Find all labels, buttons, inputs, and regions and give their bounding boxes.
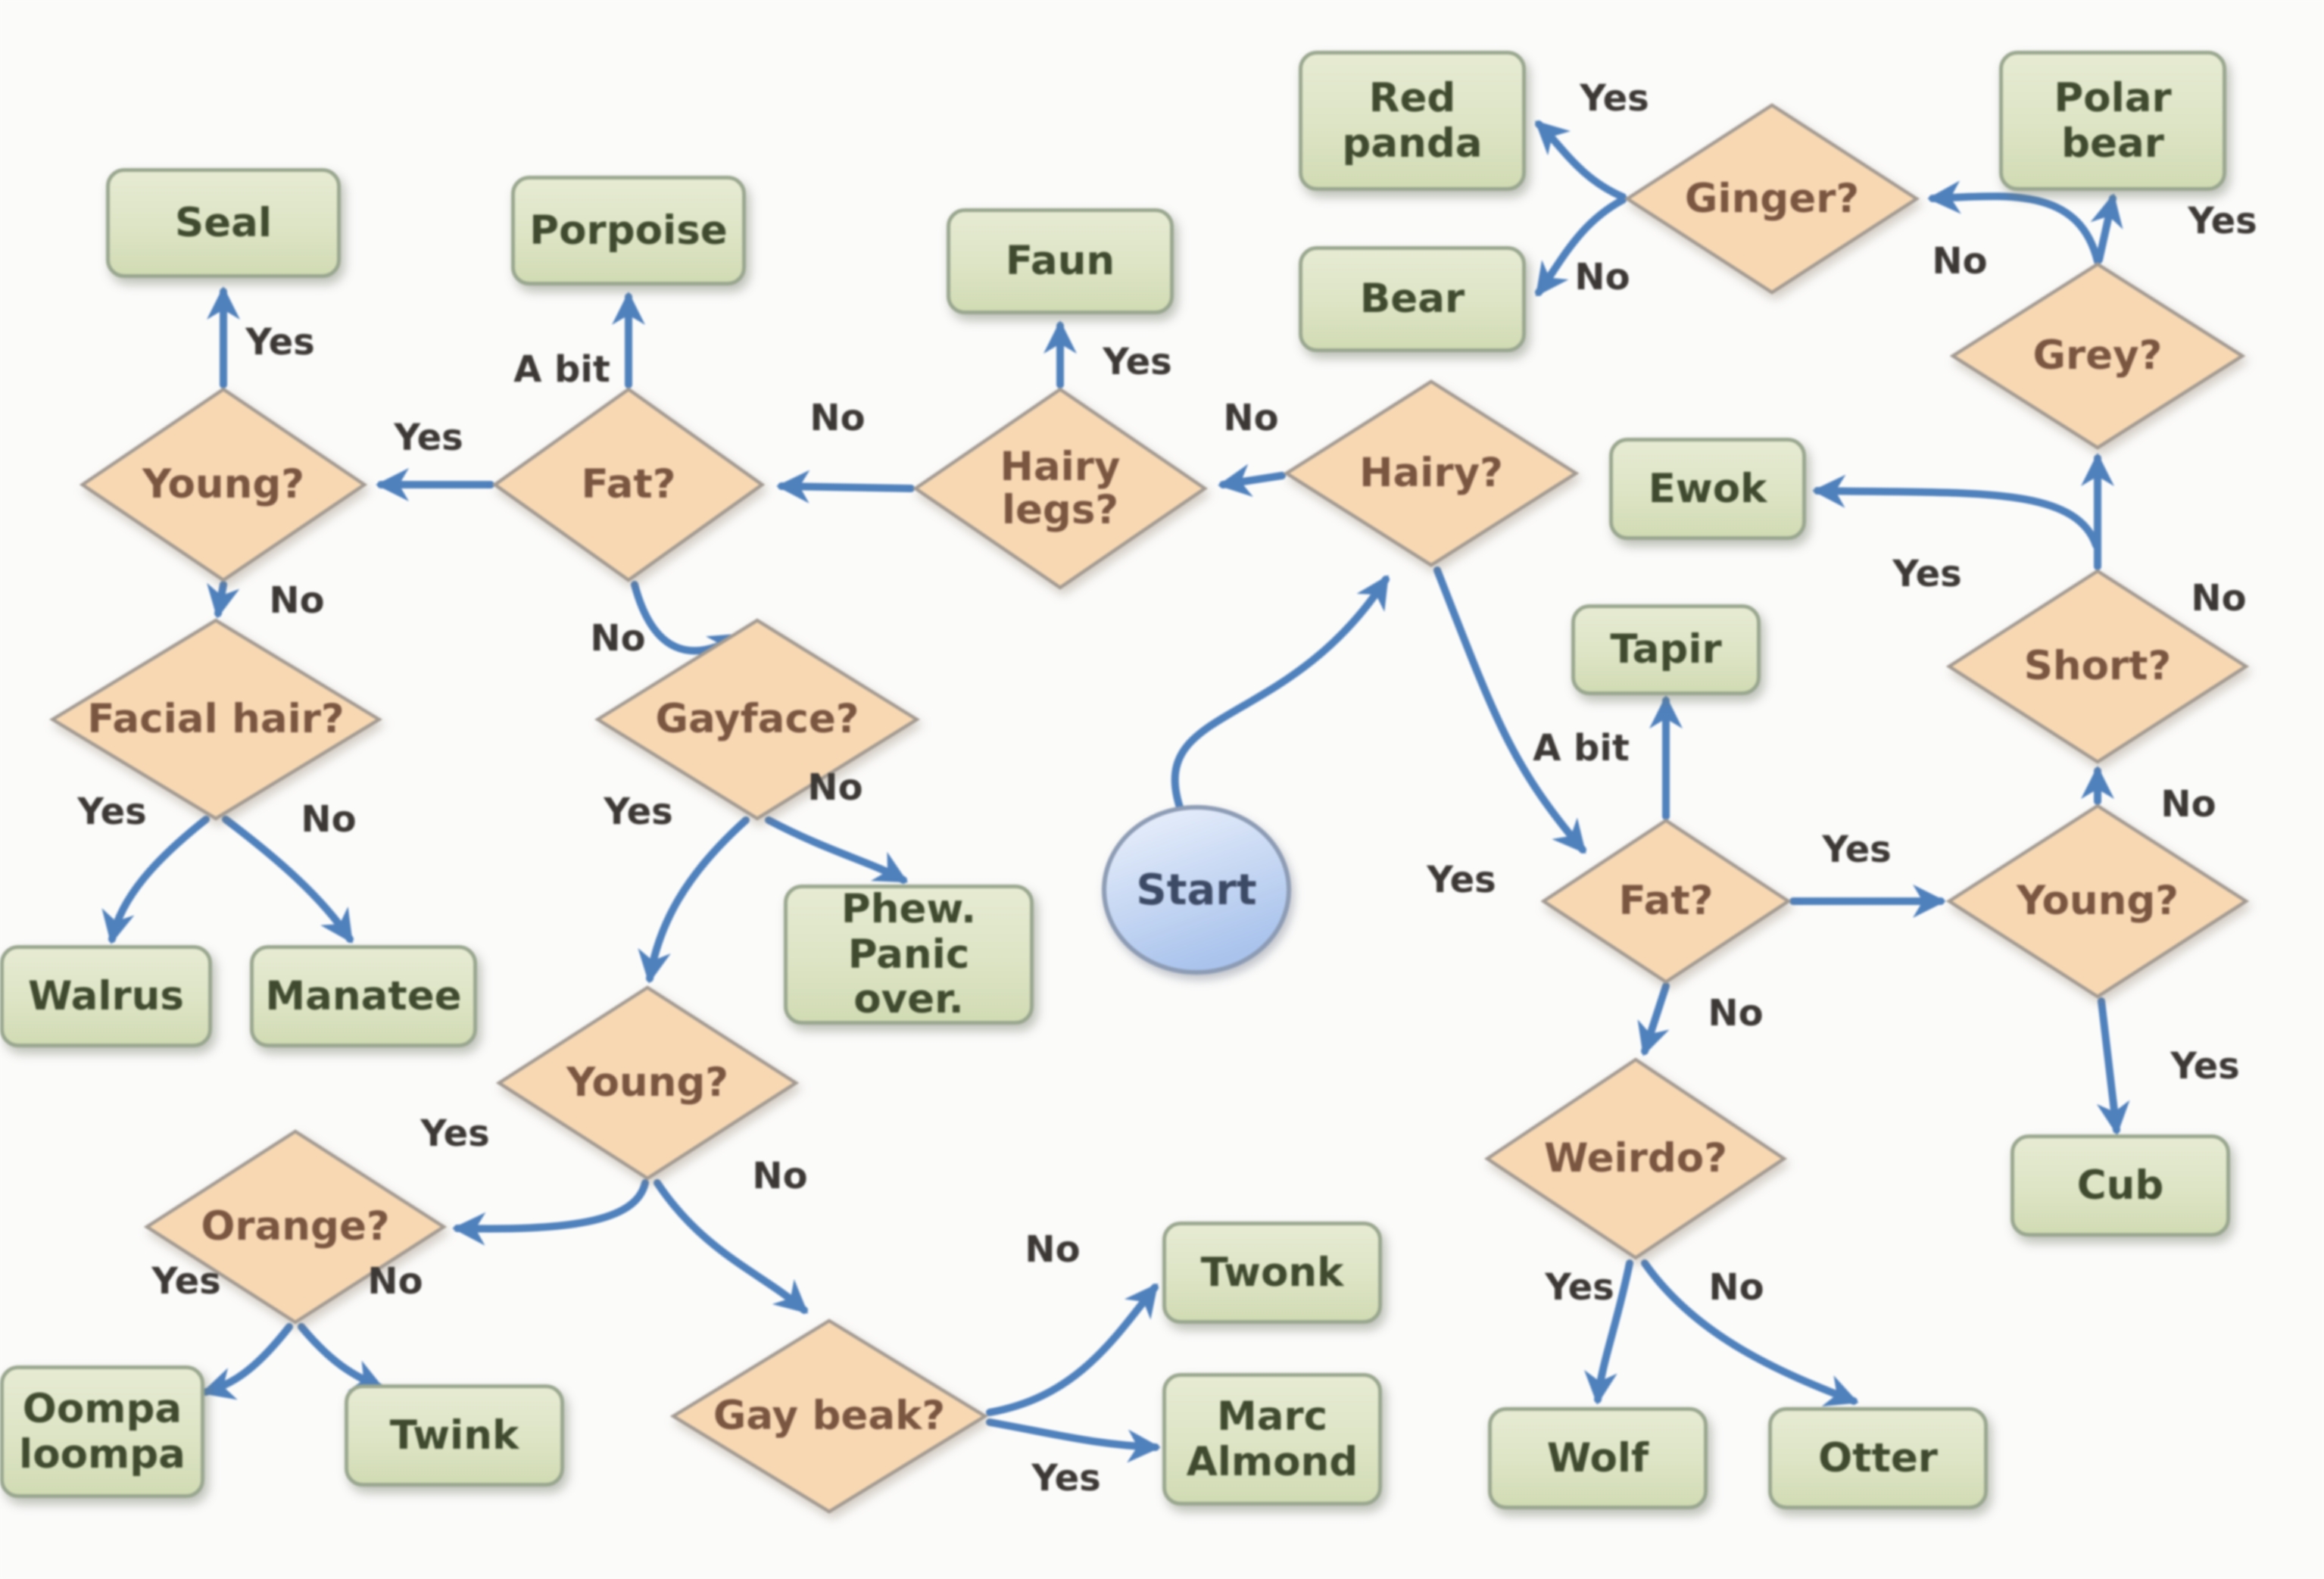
edge-hairy_legs-fat_l <box>776 470 915 504</box>
edge-orange-twink <box>298 1323 385 1391</box>
decision-gayface: Gayface? <box>594 617 920 822</box>
edge-start-hairy <box>1171 575 1390 811</box>
decision-short: Short? <box>1946 568 2249 765</box>
edge-gayface-young_ll <box>638 816 750 984</box>
terminal-walrus: Walrus <box>0 945 212 1047</box>
edge-label-orange-oompa: Yes <box>151 1260 221 1303</box>
edge-label-young_tl-facial_hair: No <box>269 579 325 622</box>
edge-hairy-hairy_legs <box>1218 463 1286 498</box>
decision-fat-right: Fat? <box>1541 818 1791 985</box>
terminal-faun: Faun <box>947 208 1174 314</box>
edge-weirdo-otter <box>1641 1259 1859 1407</box>
edge-label-short-ewok: Yes <box>1892 553 1962 595</box>
terminal-phew-panic-over: Phew. Panic over. <box>784 885 1034 1025</box>
edge-grey-ginger <box>1927 180 2101 265</box>
edge-label-ginger-red_panda: Yes <box>1580 77 1649 120</box>
terminal-porpoise: Porpoise <box>511 176 746 286</box>
terminal-oompa-loompa: Oompa loompa <box>0 1365 204 1498</box>
decision-grey: Grey? <box>1950 261 2245 451</box>
edge-label-young_r-cub: Yes <box>2170 1045 2240 1088</box>
edge-label-fat_r-weirdo: No <box>1708 992 1764 1034</box>
decision-fat-left: Fat? <box>492 386 765 583</box>
edge-label-grey-polar_bear: Yes <box>2188 200 2257 242</box>
edge-label-gay_beak-twonk: No <box>1025 1228 1081 1271</box>
decision-gay-beak: Gay beak? <box>670 1318 988 1515</box>
decision-young-topleft: Young? <box>80 386 367 583</box>
edge-orange-oompa <box>201 1323 293 1400</box>
decision-hairy-legs: Hairy legs? <box>912 386 1208 591</box>
decision-young-right: Young? <box>1946 803 2249 1000</box>
terminal-red-panda: Red panda <box>1299 51 1526 191</box>
terminal-wolf: Wolf <box>1488 1407 1708 1509</box>
edge-label-young_r-short: No <box>2160 783 2216 825</box>
terminal-manatee: Manatee <box>250 945 477 1047</box>
edge-label-gayface-phew: No <box>807 766 863 809</box>
edge-label-hairy_legs-fat_l: No <box>810 397 866 439</box>
edge-label-weirdo-otter: No <box>1708 1266 1764 1309</box>
edge-young_ll-orange <box>452 1179 649 1246</box>
decision-facial-hair: Facial hair? <box>49 617 382 822</box>
edge-label-hairy-fat_r: Yes <box>1427 859 1496 901</box>
terminal-twink: Twink <box>345 1384 564 1487</box>
terminal-seal: Seal <box>106 168 341 278</box>
edge-hairy-fat_r <box>1433 566 1586 854</box>
terminal-otter: Otter <box>1768 1407 1988 1509</box>
edge-fat_r-weirdo <box>1637 982 1670 1056</box>
edge-label-orange-twink: No <box>367 1260 423 1303</box>
edge-label-fat_r-young_r: Yes <box>1822 829 1892 871</box>
edge-label-fat_r-tapir: A bit <box>1533 727 1630 769</box>
decision-young-lower: Young? <box>496 985 799 1181</box>
edge-label-fat_l-gayface: No <box>590 617 646 660</box>
edge-label-young_ll-gay_beak: No <box>752 1155 808 1197</box>
edge-label-gay_beak-marc_almond: Yes <box>1031 1457 1101 1499</box>
terminal-ewok: Ewok <box>1609 438 1806 540</box>
edge-label-weirdo-wolf: Yes <box>1545 1266 1614 1309</box>
edge-short-ewok <box>1812 474 2100 549</box>
edge-gayface-phew <box>765 816 909 884</box>
start-node: Start <box>1102 805 1291 975</box>
edge-young_r-cub <box>2096 997 2130 1135</box>
terminal-bear: Bear <box>1299 246 1526 352</box>
decision-weirdo: Weirdo? <box>1484 1056 1787 1261</box>
edge-label-short-grey: No <box>2191 577 2247 619</box>
decision-orange: Orange? <box>144 1128 447 1325</box>
decision-hairy: Hairy? <box>1284 379 1579 568</box>
edge-label-ginger-bear: No <box>1574 256 1630 298</box>
edge-label-fat_l-porpoise: A bit <box>513 348 610 391</box>
edge-label-facial_hair-manatee: No <box>301 798 357 841</box>
edge-label-young_tl-seal: Yes <box>245 321 315 364</box>
terminal-cub: Cub <box>2010 1134 2230 1237</box>
edge-label-hairy_legs-faun: Yes <box>1103 341 1172 383</box>
edge-label-grey-ginger: No <box>1932 240 1988 282</box>
edge-gay_beak-twonk <box>986 1283 1159 1416</box>
edge-ginger-red_panda <box>1534 120 1627 201</box>
terminal-tapir: Tapir <box>1571 604 1761 695</box>
decision-ginger: Ginger? <box>1624 102 1920 295</box>
edge-label-facial_hair-walrus: Yes <box>77 791 147 833</box>
edge-gay_beak-marc_almond <box>986 1418 1161 1463</box>
edge-label-young_ll-orange: Yes <box>420 1112 490 1155</box>
edge-ginger-bear <box>1535 196 1627 297</box>
edge-young_ll-gay_beak <box>654 1179 809 1314</box>
edge-grey-polar_bear <box>2090 193 2123 264</box>
edge-young_tl-facial_hair <box>207 581 240 619</box>
start-label: Start <box>1136 865 1257 915</box>
edge-label-fat_l-young_tl: Yes <box>394 417 463 459</box>
terminal-polar-bear: Polar bear <box>1999 51 2226 191</box>
edge-facial_hair-manatee <box>222 816 354 944</box>
edge-label-hairy-hairy_legs: No <box>1223 397 1279 439</box>
edge-facial_hair-walrus <box>101 816 210 944</box>
edge-weirdo-wolf <box>1583 1259 1633 1405</box>
terminal-twonk: Twonk <box>1162 1222 1382 1324</box>
terminal-marc-almond: Marc Almond <box>1162 1373 1382 1506</box>
edge-label-gayface-young_ll: Yes <box>604 791 673 833</box>
